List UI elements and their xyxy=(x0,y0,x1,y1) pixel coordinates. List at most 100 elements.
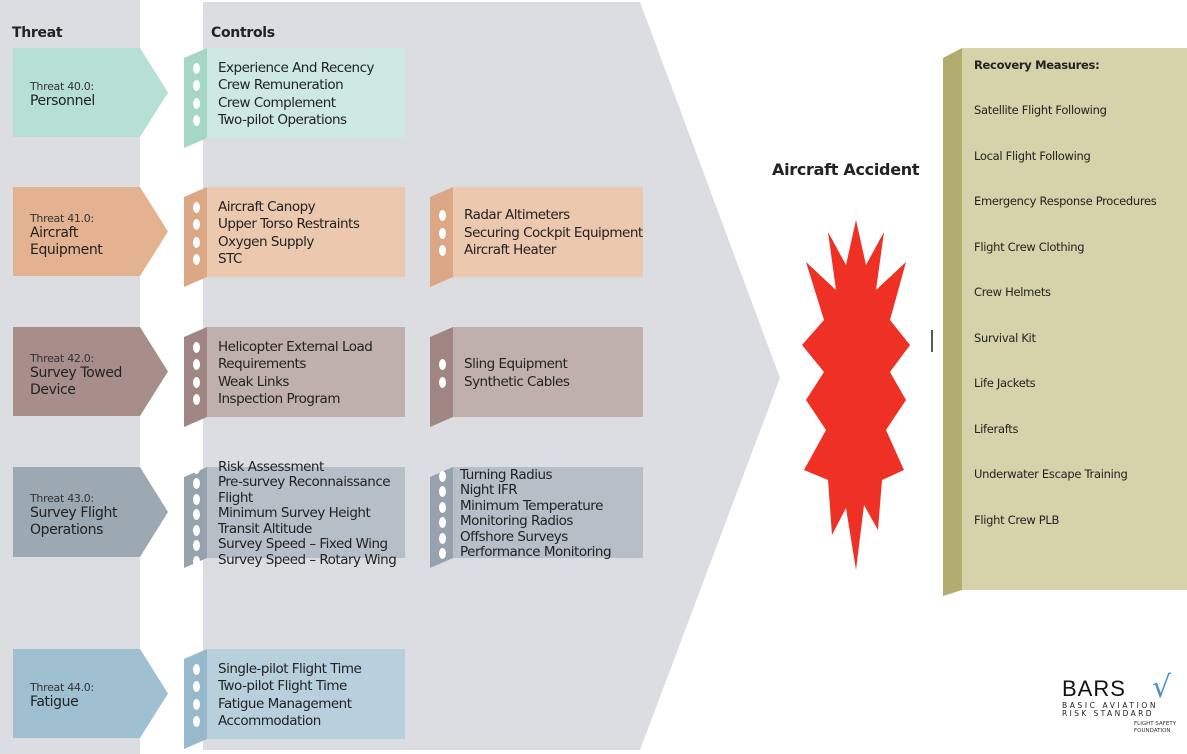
accident-title: Aircraft Accident xyxy=(772,160,920,179)
bullet-icon xyxy=(193,462,200,474)
threat-arrow-3 xyxy=(13,467,168,557)
bullet-icon xyxy=(193,681,200,692)
controls-2-box xyxy=(207,327,405,417)
threat-header: Threat xyxy=(12,25,63,41)
control-item: Accommodation xyxy=(218,713,321,729)
threat-name: Personnel xyxy=(30,92,95,109)
recovery-item: Emergency Response Procedures xyxy=(974,194,1157,208)
recovery-item: Flight Crew PLB xyxy=(974,512,1060,527)
bullet-icon xyxy=(193,201,200,213)
bullet-icon xyxy=(193,663,200,675)
bullet-icon xyxy=(439,359,446,370)
recovery-item: Life Jackets xyxy=(974,376,1036,390)
recovery-item: Crew Helmets xyxy=(974,285,1051,299)
control-item: Single-pilot Flight Time xyxy=(218,660,362,677)
bullet-icon xyxy=(193,540,200,552)
control-item: Offshore Surveys xyxy=(460,528,568,545)
bullet-icon xyxy=(193,80,200,91)
foundation-logo: FLIGHT SAFETY FOUNDATION xyxy=(1134,721,1177,734)
control-item: Requirements xyxy=(218,356,306,372)
logo-subtitle2: RISK STANDARD xyxy=(1062,709,1154,718)
bullet-icon xyxy=(193,359,200,370)
control-item: Sling Equipment xyxy=(464,356,568,372)
bullet-icon xyxy=(193,509,200,521)
control-item: Risk Assessment xyxy=(218,458,324,475)
checkmark-icon: √ xyxy=(1152,670,1172,705)
controls-1-box xyxy=(207,187,405,277)
bullet-icon xyxy=(439,376,446,388)
bullet-icon xyxy=(193,219,200,230)
control-item: Inspection Program xyxy=(218,391,340,407)
logo-name: BARS xyxy=(1062,676,1126,701)
control-item: STC xyxy=(218,251,242,267)
bars-logo: BARS √ BASIC AVIATION RISK STANDARD FLIG… xyxy=(1062,670,1187,735)
control-item: Upper Torso Restraints xyxy=(218,216,360,232)
control-item: Radar Altimeters xyxy=(464,207,570,224)
threat-card: Threat 44.0:Fatigue xyxy=(30,681,140,711)
threat-card: Threat 40.0:Personnel xyxy=(30,80,140,110)
bullet-icon xyxy=(193,555,200,567)
recovery-item: Local Flight Following xyxy=(974,148,1091,163)
control-item: Experience And Recency xyxy=(218,59,375,76)
threat-arrow-1 xyxy=(13,187,168,276)
bullet-icon xyxy=(193,394,200,405)
recovery-item: Liferafts xyxy=(974,421,1019,436)
controls-4-box xyxy=(207,649,405,739)
bullet-icon xyxy=(193,97,200,109)
controls-0-box xyxy=(207,48,405,138)
control-item: Fatigue Management xyxy=(218,695,352,712)
control-item: Helicopter External Load xyxy=(218,338,373,355)
control-item: Monitoring Radios xyxy=(460,513,573,529)
bullet-icon xyxy=(439,227,446,239)
recovery-item: Satellite Flight Following xyxy=(974,103,1107,117)
threat-card: Threat 42.0:Survey Towed Device xyxy=(30,352,140,399)
threat-label: Threat 43.0: xyxy=(30,492,94,505)
control-item: Minimum Survey Height xyxy=(218,505,371,522)
control-item: Turning Radius xyxy=(460,466,553,483)
bullet-icon xyxy=(439,532,446,544)
logo-subtitle1: BASIC AVIATION xyxy=(1062,701,1159,710)
threat-label: Threat 42.0: xyxy=(30,351,94,365)
control-item: Weak Links xyxy=(218,373,289,390)
bullet-icon xyxy=(193,62,200,74)
bullet-icon xyxy=(193,478,200,490)
recovery-item: Flight Crew Clothing xyxy=(974,239,1085,254)
control-item: Oxygen Supply xyxy=(218,233,314,250)
bullet-icon xyxy=(193,115,200,126)
control-item: Securing Cockpit Equipment xyxy=(464,224,643,241)
threat-card: Threat 43.0:Survey Flight Operations xyxy=(30,492,140,539)
control-item: Survey Speed – Rotary Wing xyxy=(218,551,397,568)
control-item: Aircraft Canopy xyxy=(218,198,316,215)
control-item: Aircraft Heater xyxy=(464,242,556,259)
controls-1-2-box xyxy=(453,187,643,277)
controls-3-2-box xyxy=(453,467,643,558)
bullet-icon xyxy=(193,254,200,265)
control-item: Crew Remuneration xyxy=(218,77,344,93)
bullet-icon xyxy=(193,236,200,248)
bullet-icon xyxy=(193,524,200,536)
bullet-icon xyxy=(439,486,446,497)
control-item: Two-pilot Operations xyxy=(218,112,347,128)
bullet-icon xyxy=(193,376,200,388)
bullet-icon xyxy=(439,470,446,482)
threat-name: Aircraft Equipment xyxy=(30,224,103,258)
threat-card: Threat 41.0:Aircraft Equipment xyxy=(30,212,140,259)
bullet-icon xyxy=(439,517,446,528)
control-item: Crew Complement xyxy=(218,94,336,111)
threat-arrow-2 xyxy=(13,327,168,416)
threat-arrow-4 xyxy=(13,649,168,738)
bullet-icon xyxy=(193,716,200,727)
control-item: Performance Monitoring xyxy=(460,544,612,560)
recovery-item: Underwater Escape Training xyxy=(974,467,1128,481)
recovery-item: Survival Kit xyxy=(974,330,1036,345)
control-item: Flight xyxy=(218,489,253,506)
control-item: Two-pilot Flight Time xyxy=(218,678,347,694)
threat-name: Survey Flight Operations xyxy=(30,505,118,538)
threat-label: Threat 41.0: xyxy=(30,211,94,225)
bullet-icon xyxy=(193,698,200,710)
bullet-icon xyxy=(439,245,446,257)
threat-label: Threat 40.0: xyxy=(30,79,94,93)
threat-arrow-0 xyxy=(13,48,168,137)
